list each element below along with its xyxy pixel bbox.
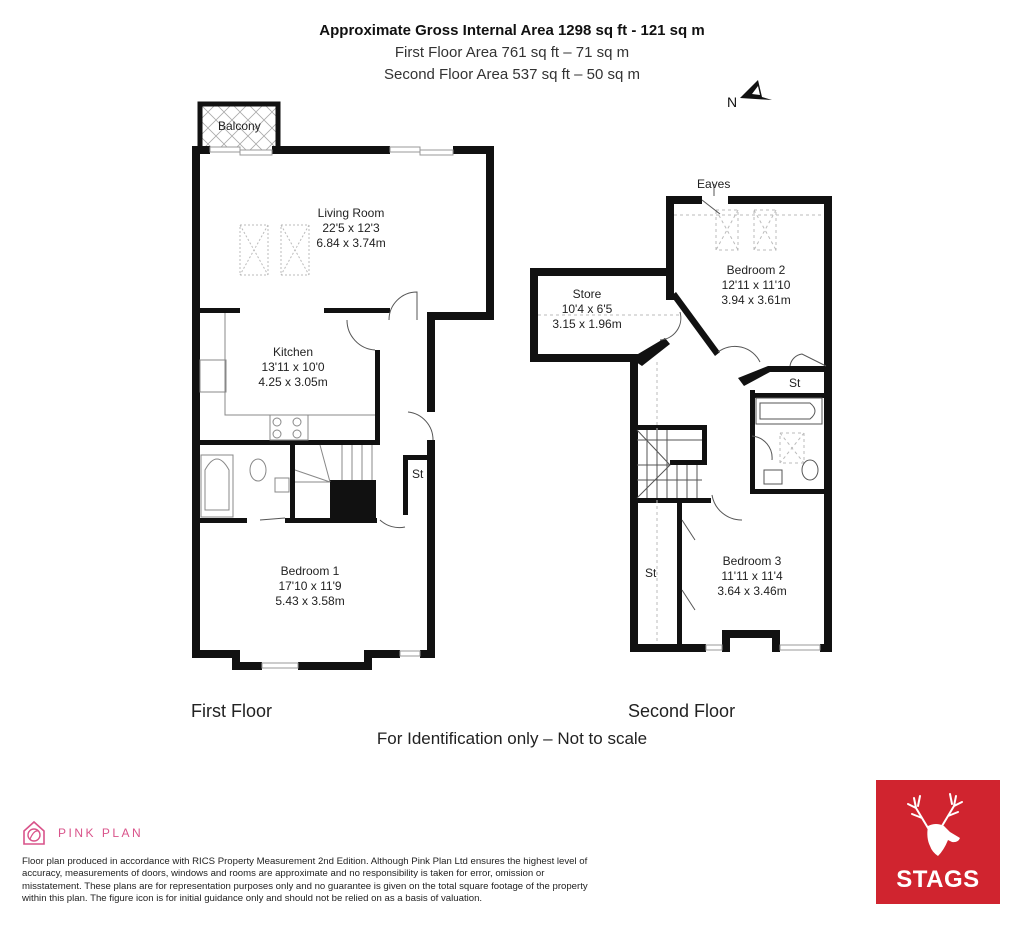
eaves-label: Eaves: [697, 177, 731, 191]
room-name: Living Room: [317, 206, 385, 220]
gross-area-title: Approximate Gross Internal Area 1298 sq …: [319, 22, 705, 39]
room-imperial: 22'5 x 12'3: [322, 221, 380, 235]
room-label-bedroom-3: Bedroom 3 11'11 x 11'4 3.64 x 3.46m: [717, 554, 786, 599]
room-imperial: 13'11 x 10'0: [261, 360, 325, 374]
pink-plan-logo: PINK PLAN: [22, 820, 143, 846]
stags-brand: STAGS: [896, 866, 980, 893]
room-imperial: 11'11 x 11'4: [721, 569, 783, 583]
room-name: Kitchen: [272, 345, 314, 359]
north-arrow-icon: [740, 80, 772, 100]
room-name: Store: [572, 287, 602, 301]
stag-head-icon: [907, 793, 963, 856]
second-floor-label: Second Floor: [628, 701, 736, 721]
room-metric: 6.84 x 3.74m: [316, 236, 386, 250]
room-label-bedroom-1: Bedroom 1 17'10 x 11'9 5.43 x 3.58m: [275, 564, 344, 609]
room-name: Bedroom 1: [280, 564, 340, 578]
pink-plan-house-icon: [23, 820, 45, 845]
room-label-bedroom-2: Bedroom 2 12'11 x 11'10 3.94 x 3.61m: [721, 263, 790, 308]
disclaimer-text: Floor plan produced in accordance with R…: [22, 856, 588, 905]
room-imperial: 12'11 x 11'10: [721, 278, 791, 292]
room-imperial: 17'10 x 11'9: [278, 579, 342, 593]
room-name: Bedroom 2: [726, 263, 786, 277]
room-label-living-room: Living Room 22'5 x 12'3 6.84 x 3.74m: [316, 206, 385, 251]
pink-plan-brand: PINK PLAN: [58, 826, 144, 840]
second-floor-area: Second Floor Area 537 sq ft – 50 sq m: [384, 66, 640, 83]
identification-note: For Identification only – Not to scale: [376, 729, 648, 748]
room-metric: 5.43 x 3.58m: [275, 594, 345, 608]
first-floor-area: First Floor Area 761 sq ft – 71 sq m: [394, 44, 630, 61]
north-label: N: [727, 94, 738, 110]
first-floor-label: First Floor: [191, 701, 272, 721]
room-name: Bedroom 3: [722, 554, 782, 568]
room-label-storage-bedroom-3: St: [645, 566, 657, 580]
stags-logo: STAGS: [876, 780, 1000, 904]
room-metric: 4.25 x 3.05m: [258, 375, 328, 389]
room-label-kitchen: Kitchen 13'11 x 10'0 4.25 x 3.05m: [258, 345, 327, 390]
room-label-balcony: Balcony: [218, 119, 261, 133]
room-metric: 3.94 x 3.61m: [721, 293, 791, 307]
room-label-storage-bedroom-2: St: [789, 376, 801, 390]
room-label-store: Store 10'4 x 6'5 3.15 x 1.96m: [552, 287, 621, 332]
room-label-storage-first: St: [412, 467, 424, 481]
room-metric: 3.15 x 1.96m: [552, 317, 622, 331]
room-imperial: 10'4 x 6'5: [561, 302, 613, 316]
room-metric: 3.64 x 3.46m: [717, 584, 787, 598]
